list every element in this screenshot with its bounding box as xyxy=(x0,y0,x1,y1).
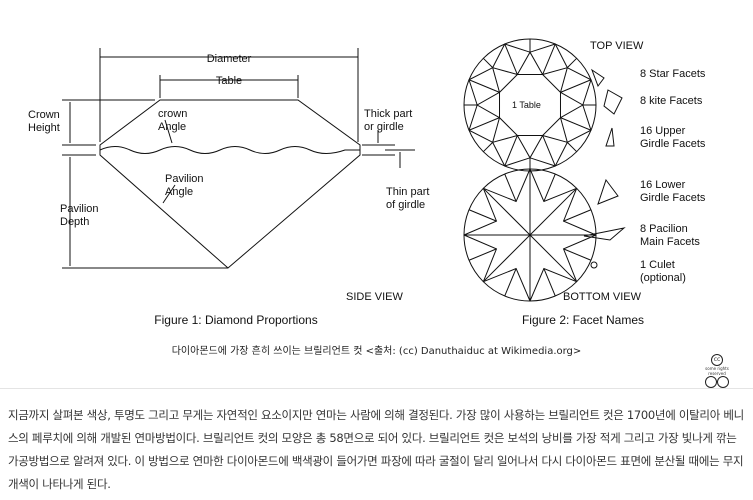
facet-edge xyxy=(468,79,500,93)
star-facet xyxy=(491,66,518,93)
pavilion-depth-label-2: Depth xyxy=(60,216,89,228)
lower-girdle-edge xyxy=(504,268,517,297)
top-view-label: TOP VIEW xyxy=(590,40,644,52)
divider xyxy=(0,388,753,389)
thin-part-label: Thin part xyxy=(386,186,429,198)
facet-label: (optional) xyxy=(640,272,686,284)
table-label: Table xyxy=(216,75,242,87)
upper-girdle-edge xyxy=(482,141,494,153)
thick-part-label: Thick part xyxy=(364,108,412,120)
facet-label: Girdle Facets xyxy=(640,192,706,204)
lower-girdle-facet xyxy=(529,168,577,203)
facet-label: Girdle Facets xyxy=(640,138,706,150)
lower-girdle-facet xyxy=(562,188,597,236)
facet-label: 8 Star Facets xyxy=(640,68,706,80)
facet-label: 1 Culet xyxy=(640,259,675,271)
upper-girdle-edge xyxy=(482,57,494,69)
facet-label: 16 Upper xyxy=(640,125,686,137)
crown-angle-label-2: Angle xyxy=(158,121,186,133)
figure1-caption: Figure 1: Diamond Proportions xyxy=(154,313,317,327)
facet-icons xyxy=(583,68,626,269)
lower-girdle-facet xyxy=(463,188,498,236)
license-text: some rights reserved xyxy=(705,366,729,376)
lower-girdle-facet xyxy=(483,267,531,302)
facet-edge xyxy=(468,117,500,131)
crown-height-label-2: Height xyxy=(28,122,60,134)
side-view-label: SIDE VIEW xyxy=(346,291,403,303)
diameter-label: Diameter xyxy=(207,53,252,65)
lower-girdle-edge xyxy=(563,248,592,261)
pavilion-main-edge xyxy=(482,187,531,236)
facet-edge xyxy=(504,43,518,75)
facet-label: 8 Pacilion xyxy=(640,223,688,235)
facet-label: 16 Lower xyxy=(640,179,686,191)
image-caption: 다이아몬드에 가장 흔히 쓰이는 브릴리언트 컷 <출처: (cc) Danut… xyxy=(171,346,582,357)
culet-icon xyxy=(590,261,598,269)
star-facet xyxy=(542,66,569,93)
facet-edge xyxy=(560,79,592,93)
pavilion-main-edge xyxy=(482,234,531,283)
pavilion-main-facet-icon xyxy=(583,227,626,241)
pavilion-main-edge xyxy=(529,187,578,236)
thin-part-label-2: of girdle xyxy=(386,199,425,211)
cc-license-badge[interactable]: cc some rights reserved xyxy=(702,354,732,389)
upper-girdle-edge xyxy=(566,57,578,69)
table-facet-label: 1 Table xyxy=(512,100,541,110)
facet-edge xyxy=(560,117,592,131)
star-facet xyxy=(560,91,584,119)
star-facet xyxy=(516,51,544,75)
pavilion-depth-label: Pavilion xyxy=(60,203,99,215)
star-facet-icon xyxy=(590,68,605,88)
lower-girdle-facet-icon xyxy=(597,178,619,205)
lower-girdle-facet xyxy=(562,234,597,282)
lower-girdle-edge xyxy=(543,173,556,202)
facet-edge xyxy=(542,43,556,75)
diamond-diagram: Diameter Table Crown Height crown Angle … xyxy=(28,38,706,327)
lower-girdle-edge xyxy=(504,173,517,202)
facet-label: Main Facets xyxy=(640,236,700,248)
kite-facet-icon xyxy=(603,89,623,115)
pavilion-main-edge xyxy=(529,234,578,283)
crown-height-label: Crown xyxy=(28,109,60,121)
top-view-diamond xyxy=(463,38,597,172)
lower-girdle-edge xyxy=(543,268,556,297)
upper-girdle-facet-icon xyxy=(605,127,615,147)
lower-girdle-facet xyxy=(463,234,498,282)
side-view xyxy=(62,48,415,269)
star-facet xyxy=(491,117,518,144)
body-paragraph: 지금까지 살펴본 색상, 투명도 그리고 무게는 자연적인 요소이지만 연마는 … xyxy=(8,408,744,491)
star-facet xyxy=(516,135,544,159)
upper-girdle-edge xyxy=(566,141,578,153)
pavilion-angle-label: Pavilion xyxy=(165,173,204,185)
cc-icon: cc xyxy=(711,354,723,366)
by-icon xyxy=(705,376,717,388)
crown-angle-label: crown xyxy=(158,108,187,120)
lower-girdle-edge xyxy=(563,209,592,222)
nc-icon xyxy=(717,376,729,388)
pavilion-angle-label-2: Angle xyxy=(165,186,193,198)
lower-girdle-facet xyxy=(483,168,531,203)
bottom-view-label: BOTTOM VIEW xyxy=(563,291,642,303)
facet-label: 8 kite Facets xyxy=(640,95,703,107)
facet-edge xyxy=(542,135,556,167)
thick-part-label-2: or girdle xyxy=(364,121,404,133)
star-facet xyxy=(476,91,500,119)
facet-edge xyxy=(504,135,518,167)
figure2-caption: Figure 2: Facet Names xyxy=(522,313,644,327)
star-facet xyxy=(542,117,569,144)
bottom-view-diamond xyxy=(463,168,597,302)
lower-girdle-edge xyxy=(468,248,497,261)
lower-girdle-edge xyxy=(468,209,497,222)
